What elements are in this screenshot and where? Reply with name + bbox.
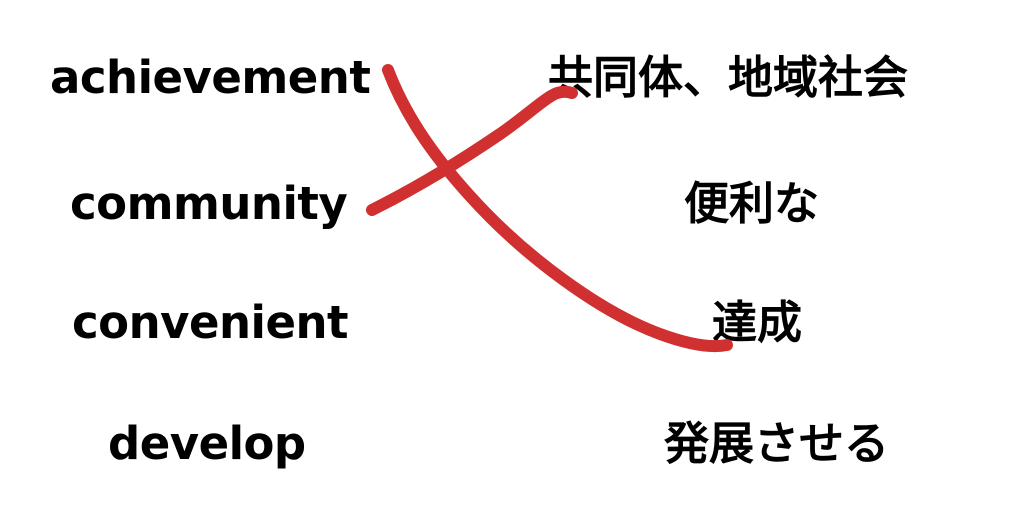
matching-row: develop 発展させる (0, 398, 1024, 488)
left-term-cell[interactable]: achievement (0, 32, 512, 122)
right-term-cell[interactable]: 共同体、地域社会 (512, 32, 1024, 122)
left-term-cell[interactable]: develop (0, 398, 512, 488)
right-term-cell[interactable]: 発展させる (512, 398, 1024, 488)
matching-row: convenient 達成 (0, 277, 1024, 367)
left-term-cell[interactable]: convenient (0, 277, 512, 367)
right-term-cell[interactable]: 便利な (512, 158, 1024, 248)
left-term-convenient[interactable]: convenient (72, 295, 349, 349)
right-term-kyodotai[interactable]: 共同体、地域社会 (548, 50, 909, 104)
left-term-community[interactable]: community (70, 176, 348, 230)
matching-row: community 便利な (0, 158, 1024, 248)
right-term-tassei[interactable]: 達成 (712, 295, 803, 349)
right-term-cell[interactable]: 達成 (512, 277, 1024, 367)
left-term-achievement[interactable]: achievement (50, 50, 371, 104)
right-term-benrina[interactable]: 便利な (684, 176, 820, 230)
right-term-hattensaseru[interactable]: 発展させる (664, 416, 890, 470)
matching-row: achievement 共同体、地域社会 (0, 32, 1024, 122)
left-term-develop[interactable]: develop (108, 416, 306, 470)
left-term-cell[interactable]: community (0, 158, 512, 248)
